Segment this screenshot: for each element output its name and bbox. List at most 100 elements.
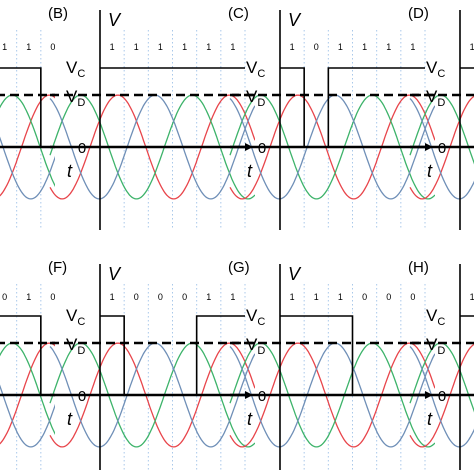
- vc-label: VC: [246, 306, 265, 328]
- vc-label: VC: [66, 306, 85, 328]
- v-axis-label: V: [288, 10, 302, 30]
- vc-label: VC: [246, 58, 265, 80]
- phase-wave-red: [49, 94, 255, 200]
- vd-label-sub: D: [77, 345, 85, 357]
- vc-label: VC: [426, 306, 445, 328]
- panel-label: (C): [228, 5, 249, 22]
- v-axis-label: V: [288, 264, 302, 284]
- vd-label-main: V: [66, 335, 78, 354]
- bit-label: 1: [386, 42, 391, 52]
- bit-label: 0: [50, 42, 55, 52]
- phase-wave-blue: [409, 346, 474, 448]
- vc-label-sub: C: [437, 68, 445, 80]
- bit-label: 1: [230, 42, 235, 52]
- vd-label-sub: D: [437, 97, 445, 109]
- phase-wave-red: [409, 95, 474, 200]
- vd-label-main: V: [246, 335, 258, 354]
- panel-label: (F): [48, 259, 67, 276]
- t-axis-label: t: [67, 161, 73, 181]
- bit-label: 1: [290, 42, 295, 52]
- t-axis-label: t: [247, 161, 253, 181]
- panel-label: (D): [408, 5, 429, 22]
- vc-label-sub: C: [257, 316, 265, 328]
- panel-e: 100010Vt: [0, 284, 73, 470]
- bit-label: 1: [338, 292, 343, 302]
- zero-label: 0: [258, 388, 266, 405]
- vd-label: VD: [66, 335, 85, 357]
- bit-label: 1: [26, 42, 31, 52]
- panel-label: (H): [408, 259, 429, 276]
- bit-label: 1: [2, 42, 7, 52]
- phase-wave-red: [229, 94, 435, 200]
- vc-label-sub: C: [77, 316, 85, 328]
- vc-label: VC: [426, 58, 445, 80]
- control-signal: [280, 315, 425, 396]
- vc-label-main: V: [426, 58, 438, 77]
- bit-label: 0: [158, 292, 163, 302]
- vd-label: VD: [246, 335, 265, 357]
- bit-label: 1: [158, 42, 163, 52]
- bit-label: 1: [290, 292, 295, 302]
- phase-wave-green: [0, 342, 55, 435]
- vc-label-sub: C: [437, 316, 445, 328]
- vc-label: VC: [66, 58, 85, 80]
- panel-a-plot: 111110: [0, 30, 55, 230]
- vd-label-main: V: [66, 87, 78, 106]
- control-signal: [0, 315, 55, 396]
- zero-label: 0: [78, 388, 86, 405]
- bit-label: 1: [134, 42, 139, 52]
- v-axis-label: V: [108, 10, 122, 30]
- vc-label-main: V: [426, 306, 438, 325]
- panel-label: (B): [48, 5, 68, 22]
- vc-label-sub: C: [257, 68, 265, 80]
- t-axis-label: t: [247, 409, 253, 429]
- bit-label: 0: [2, 292, 7, 302]
- zero-label: 0: [438, 140, 446, 157]
- bit-label: 1: [410, 42, 415, 52]
- vd-label: VD: [426, 335, 445, 357]
- zero-label: 0: [78, 140, 86, 157]
- bit-label: 1: [362, 42, 367, 52]
- bit-label: 1: [338, 42, 343, 52]
- phase-wave-green: [0, 94, 55, 187]
- bit-label: 1: [230, 292, 235, 302]
- phase-wave-red: [409, 343, 474, 448]
- bit-label: 0: [410, 292, 415, 302]
- bit-label: 0: [134, 292, 139, 302]
- bit-label: 1: [110, 42, 115, 52]
- vd-label-sub: D: [257, 345, 265, 357]
- bit-label: 1: [182, 42, 187, 52]
- vd-label: VD: [66, 87, 85, 109]
- panel-c-plot: 1 0 1 1 1 1: [229, 10, 435, 230]
- vd-label-main: V: [426, 335, 438, 354]
- bit-label: 0: [182, 292, 187, 302]
- phase-wave-blue: [0, 136, 55, 200]
- vd-label: VD: [246, 87, 265, 109]
- vc-label-main: V: [246, 58, 258, 77]
- vc-label-main: V: [66, 306, 78, 325]
- bit-label: 1: [26, 292, 31, 302]
- control-signal: [0, 67, 55, 148]
- t-axis-label: t: [427, 161, 433, 181]
- phase-wave-blue: [409, 98, 474, 200]
- bit-label: 1: [470, 42, 474, 52]
- phase-wave-blue: [0, 384, 55, 448]
- vd-label: VD: [426, 87, 445, 109]
- control-signal: [100, 315, 245, 396]
- t-axis-label: t: [427, 409, 433, 429]
- t-axis-label: t: [67, 409, 73, 429]
- vd-label-sub: D: [437, 345, 445, 357]
- vd-label-sub: D: [257, 97, 265, 109]
- bit-label: 0: [314, 42, 319, 52]
- phase-wave-red: [229, 342, 435, 448]
- vc-label-main: V: [246, 306, 258, 325]
